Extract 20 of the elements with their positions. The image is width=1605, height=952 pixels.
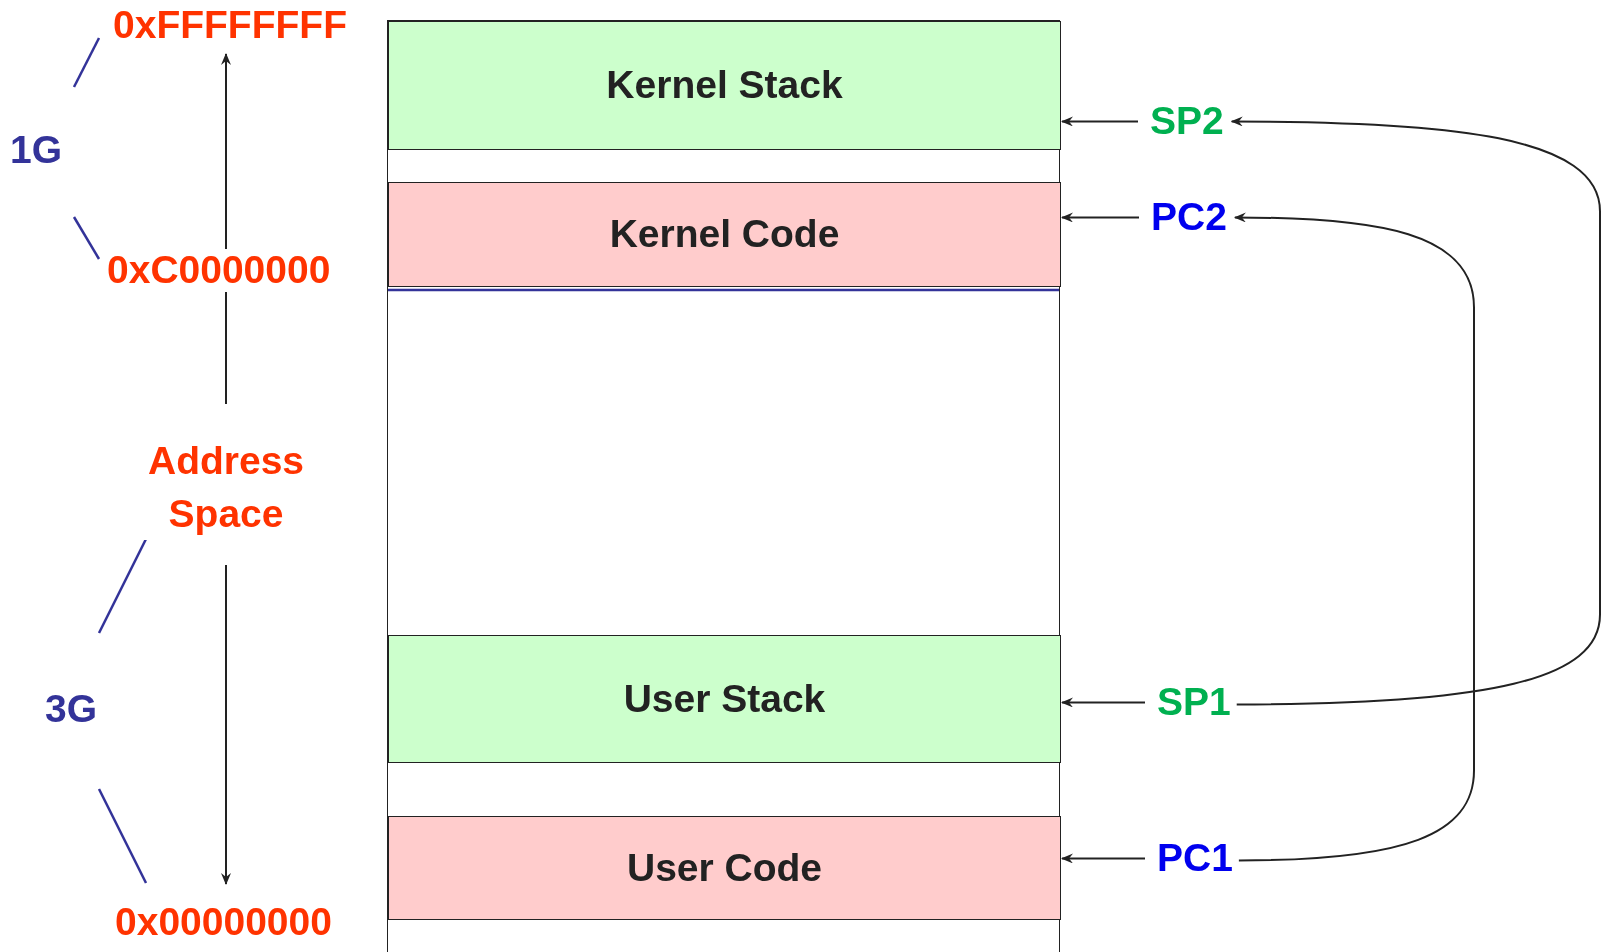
register-label: SP1 — [1157, 681, 1231, 724]
memory-region — [388, 635, 1061, 763]
register-label: PC1 — [1157, 837, 1233, 880]
address-label: 0xC0000000 — [107, 249, 331, 292]
region-label: User Code — [626, 846, 823, 890]
arrow — [1061, 697, 1146, 708]
arrow — [1061, 212, 1140, 223]
region-label: Kernel Code — [609, 213, 840, 256]
region-label: User Stack — [623, 677, 826, 721]
arrow — [1230, 116, 1601, 706]
memory-region — [388, 816, 1061, 920]
arrow — [1061, 116, 1139, 127]
region-label: Kernel Stack — [606, 64, 843, 107]
memory-region — [388, 182, 1061, 287]
arrow — [1061, 853, 1146, 864]
register-label: SP2 — [1150, 100, 1224, 143]
arrow — [1233, 212, 1475, 862]
memory-region — [388, 21, 1061, 150]
register-label: PC2 — [1151, 196, 1227, 239]
memory-column — [387, 20, 1060, 952]
